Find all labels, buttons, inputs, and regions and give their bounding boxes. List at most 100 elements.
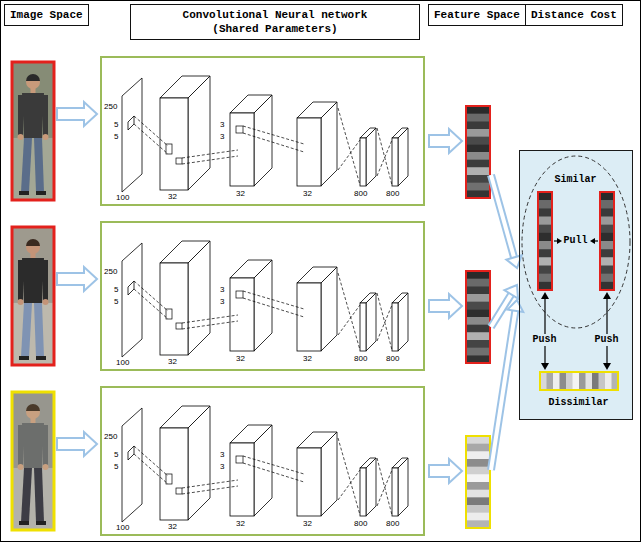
push-arrow-head xyxy=(603,363,611,370)
feature-cell xyxy=(538,249,552,258)
person-torso xyxy=(22,423,44,468)
person-hair xyxy=(26,74,40,81)
pull-arrow-head xyxy=(557,238,562,244)
hollow-arrow xyxy=(429,459,462,483)
row-illustration xyxy=(12,62,490,200)
person-arm xyxy=(18,260,23,300)
dimension-label: 800 xyxy=(354,189,367,198)
feature-cell xyxy=(538,200,552,209)
layer-side xyxy=(254,425,272,516)
dimension-label: 5 xyxy=(114,297,118,306)
cost-label: Push xyxy=(593,334,619,346)
dimension-label: 800 xyxy=(386,354,399,363)
feature-cell xyxy=(538,266,552,275)
feature-cell xyxy=(573,372,580,390)
photo-ground xyxy=(12,227,54,365)
header-box: Feature Space xyxy=(428,4,526,26)
layer-front xyxy=(160,428,188,520)
feature-cell xyxy=(466,332,490,340)
push-arrow-head xyxy=(541,363,549,370)
layer-side xyxy=(366,293,376,351)
kernel-line xyxy=(134,454,168,484)
feature-cell xyxy=(466,459,490,467)
dimension-label: 5 xyxy=(114,120,118,129)
hollow-arrow xyxy=(57,102,97,126)
dimension-label: 250 xyxy=(104,102,117,111)
fc-line xyxy=(338,108,360,185)
cnn-drawing xyxy=(122,76,408,192)
dimension-label: 3 xyxy=(220,462,224,471)
feature-cell xyxy=(600,257,614,266)
kernel-square xyxy=(166,474,172,484)
feature-cell xyxy=(466,144,490,152)
dimension-label: 5 xyxy=(114,132,118,141)
feature-cell xyxy=(466,302,490,310)
fc-line xyxy=(338,140,360,170)
kernel-square xyxy=(166,144,172,154)
fc-line xyxy=(377,470,392,506)
cnn-box: 2505510032333232800800 xyxy=(100,221,425,371)
person-hand xyxy=(18,464,24,470)
layer-side xyxy=(254,95,272,186)
kernel-line xyxy=(134,289,168,319)
layer-side xyxy=(188,241,210,355)
feature-cell xyxy=(466,436,490,444)
feature-border xyxy=(466,106,490,198)
feature-cell xyxy=(538,233,552,242)
kernel-line xyxy=(182,315,238,323)
feature-cell xyxy=(538,225,552,234)
layer-side xyxy=(321,432,337,516)
layer-front xyxy=(392,138,398,186)
layer-front xyxy=(392,468,398,516)
dimension-label: 32 xyxy=(168,192,177,201)
kernel-line xyxy=(243,133,304,152)
hollow-arrow-shaft xyxy=(491,311,515,470)
person-neck xyxy=(31,253,36,258)
dimension-label: 3 xyxy=(220,120,224,129)
dimension-label: 800 xyxy=(354,354,367,363)
feature-cell xyxy=(586,372,593,390)
fc-line xyxy=(338,273,360,350)
feature-cell xyxy=(605,372,612,390)
fc-line xyxy=(377,305,392,341)
kernel-square xyxy=(236,126,243,133)
hollow-arrow-core xyxy=(491,311,515,470)
header-box: Image Space xyxy=(4,4,89,26)
photo-ground xyxy=(12,303,54,365)
hollow-arrow xyxy=(429,294,462,318)
hollow-arrow xyxy=(57,267,97,291)
cost-label: Push xyxy=(531,334,557,346)
person-head xyxy=(26,405,40,419)
person-shoe xyxy=(19,191,29,195)
dimension-label: 32 xyxy=(303,519,312,528)
push-arrow xyxy=(544,297,545,365)
kernel-square xyxy=(176,158,182,164)
person-leg xyxy=(21,303,32,357)
feature-cell xyxy=(600,233,614,242)
person-shoe xyxy=(36,356,46,360)
dimension-label: 3 xyxy=(220,285,224,294)
feature-cell xyxy=(466,513,490,521)
layer-front xyxy=(360,138,366,186)
feature-cell xyxy=(538,274,552,283)
person-shoe xyxy=(19,521,29,525)
push-arrow-head xyxy=(541,292,549,299)
hollow-arrow-shaft xyxy=(491,175,514,257)
person-shoe xyxy=(36,191,46,195)
layer-side xyxy=(188,76,210,190)
person-head xyxy=(26,75,40,89)
cnn-box: 2505510032333232800800 xyxy=(100,386,425,536)
feature-cell xyxy=(466,175,490,183)
feature-border xyxy=(538,192,552,290)
person-leg xyxy=(34,468,44,522)
fc-line xyxy=(377,140,392,176)
dimension-label: 32 xyxy=(303,354,312,363)
input-plane xyxy=(122,408,142,522)
column-heading: Convolutional Neural network (Shared Par… xyxy=(175,8,375,36)
dimension-label: 250 xyxy=(104,432,117,441)
photo-border xyxy=(12,392,54,530)
person-shoe xyxy=(36,521,46,525)
layer-side xyxy=(321,267,337,351)
